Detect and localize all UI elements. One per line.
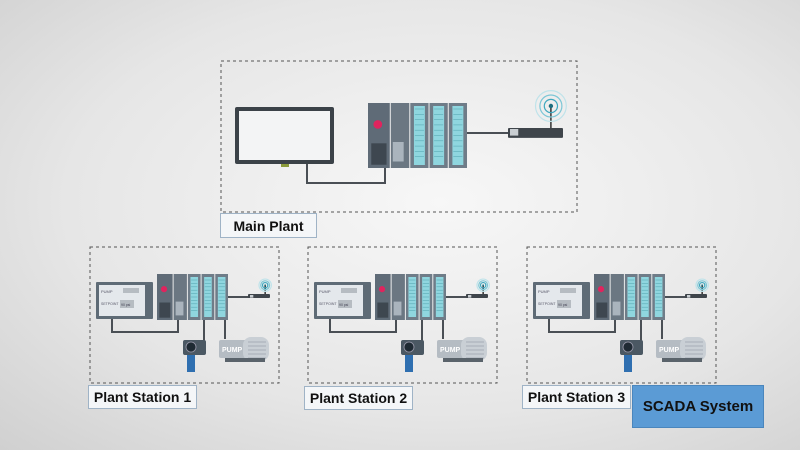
pump-label: PUMP [659, 347, 680, 354]
hmi-text: SETPOINT [538, 302, 556, 306]
plc-rack [157, 274, 228, 320]
cable [306, 163, 386, 184]
wifi-signal-icon [697, 280, 708, 291]
wireless-router [466, 278, 490, 298]
hmi-text: 90 psi [121, 303, 131, 307]
wifi-signal-icon [539, 94, 563, 118]
pump-icon: PUMP [219, 337, 269, 362]
wifi-signal-icon [543, 98, 559, 114]
plant-station-3-label: Plant Station 3 [522, 385, 631, 409]
wireless-router [248, 278, 272, 298]
monitor-icon [235, 107, 334, 167]
cable [111, 318, 179, 333]
hmi-text: 90 psi [558, 303, 568, 307]
hmi-text: PUMP [538, 289, 550, 294]
hmi-text: SETPOINT [319, 302, 337, 306]
cable [329, 318, 397, 333]
pump-icon: PUMP [656, 337, 706, 362]
hmi-text: SETPOINT [101, 302, 119, 306]
wifi-signal-icon [478, 280, 489, 291]
plc-rack [368, 103, 467, 168]
wifi-signal-icon [260, 280, 271, 291]
pressure-transmitter-icon [183, 340, 206, 372]
wifi-signal-icon [479, 281, 487, 289]
main-plant-label: Main Plant [220, 213, 317, 238]
status-led-icon [378, 286, 386, 293]
wifi-signal-icon [695, 278, 709, 292]
main-plant-equipment [235, 89, 567, 184]
plant-station-1-label: Plant Station 1 [88, 385, 197, 409]
station-3-boundary [526, 246, 717, 384]
station-1-boundary [89, 246, 280, 384]
pressure-transmitter-icon [401, 340, 424, 372]
pump-label: PUMP [440, 347, 461, 354]
plc-rack [375, 274, 446, 320]
pump-label: PUMP [222, 347, 243, 354]
plant-station-2-label: Plant Station 2 [304, 386, 413, 410]
wifi-signal-icon [261, 281, 269, 289]
cable [548, 318, 616, 333]
hmi-text: 90 psi [339, 303, 349, 307]
wifi-signal-icon [258, 278, 272, 292]
main-plant-boundary [220, 60, 578, 213]
status-led-icon [160, 286, 168, 293]
pressure-transmitter-icon [620, 340, 643, 372]
pump-icon: PUMP [437, 337, 487, 362]
hmi-text: PUMP [319, 289, 331, 294]
station-2-boundary [307, 246, 498, 384]
wireless-router [508, 89, 567, 138]
wifi-signal-icon [698, 281, 706, 289]
hmi-text: PUMP [101, 289, 113, 294]
status-led-icon [373, 120, 383, 129]
scada-system-box: SCADA System [632, 385, 764, 428]
wireless-router [685, 278, 709, 298]
wifi-signal-icon [534, 89, 567, 122]
wifi-signal-icon [476, 278, 490, 292]
status-led-icon [597, 286, 605, 293]
plc-rack [594, 274, 665, 320]
